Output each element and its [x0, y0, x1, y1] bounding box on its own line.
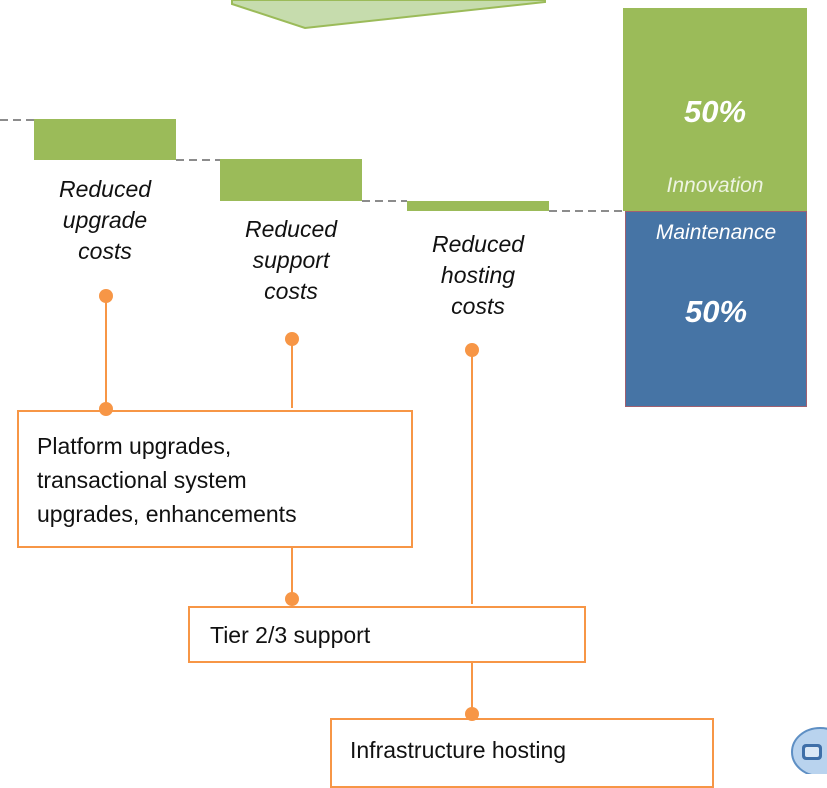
step-label-support: Reduced support costs: [244, 216, 338, 304]
innovation-label: Innovation: [666, 174, 764, 197]
step-bar-hosting: [407, 201, 549, 211]
maintenance-label: Maintenance: [655, 221, 777, 244]
cloud-logo-icon: [790, 726, 827, 777]
connector-dot: [465, 707, 479, 721]
step-bar-upgrade: [34, 119, 176, 160]
maintenance-percent: 50%: [684, 294, 748, 329]
box-platform-upgrades: Platform upgrades, transactional system …: [17, 410, 413, 548]
innovation-percent: 50%: [683, 94, 747, 129]
innovation-block: 50% Innovation: [623, 8, 807, 211]
top-arrow-shape: [231, 0, 546, 30]
connector-dot: [99, 289, 113, 303]
connector-dot: [285, 332, 299, 346]
step-label-hosting: Reduced hosting costs: [431, 231, 525, 319]
step-bar-support: [220, 159, 362, 201]
step-label-upgrade: Reduced upgrade costs: [58, 176, 152, 264]
connector-dot: [99, 402, 113, 416]
box-tier-support: Tier 2/3 support: [188, 606, 586, 663]
connector-dot: [285, 592, 299, 606]
connector-dot: [465, 343, 479, 357]
maintenance-block: Maintenance 50%: [625, 211, 807, 407]
